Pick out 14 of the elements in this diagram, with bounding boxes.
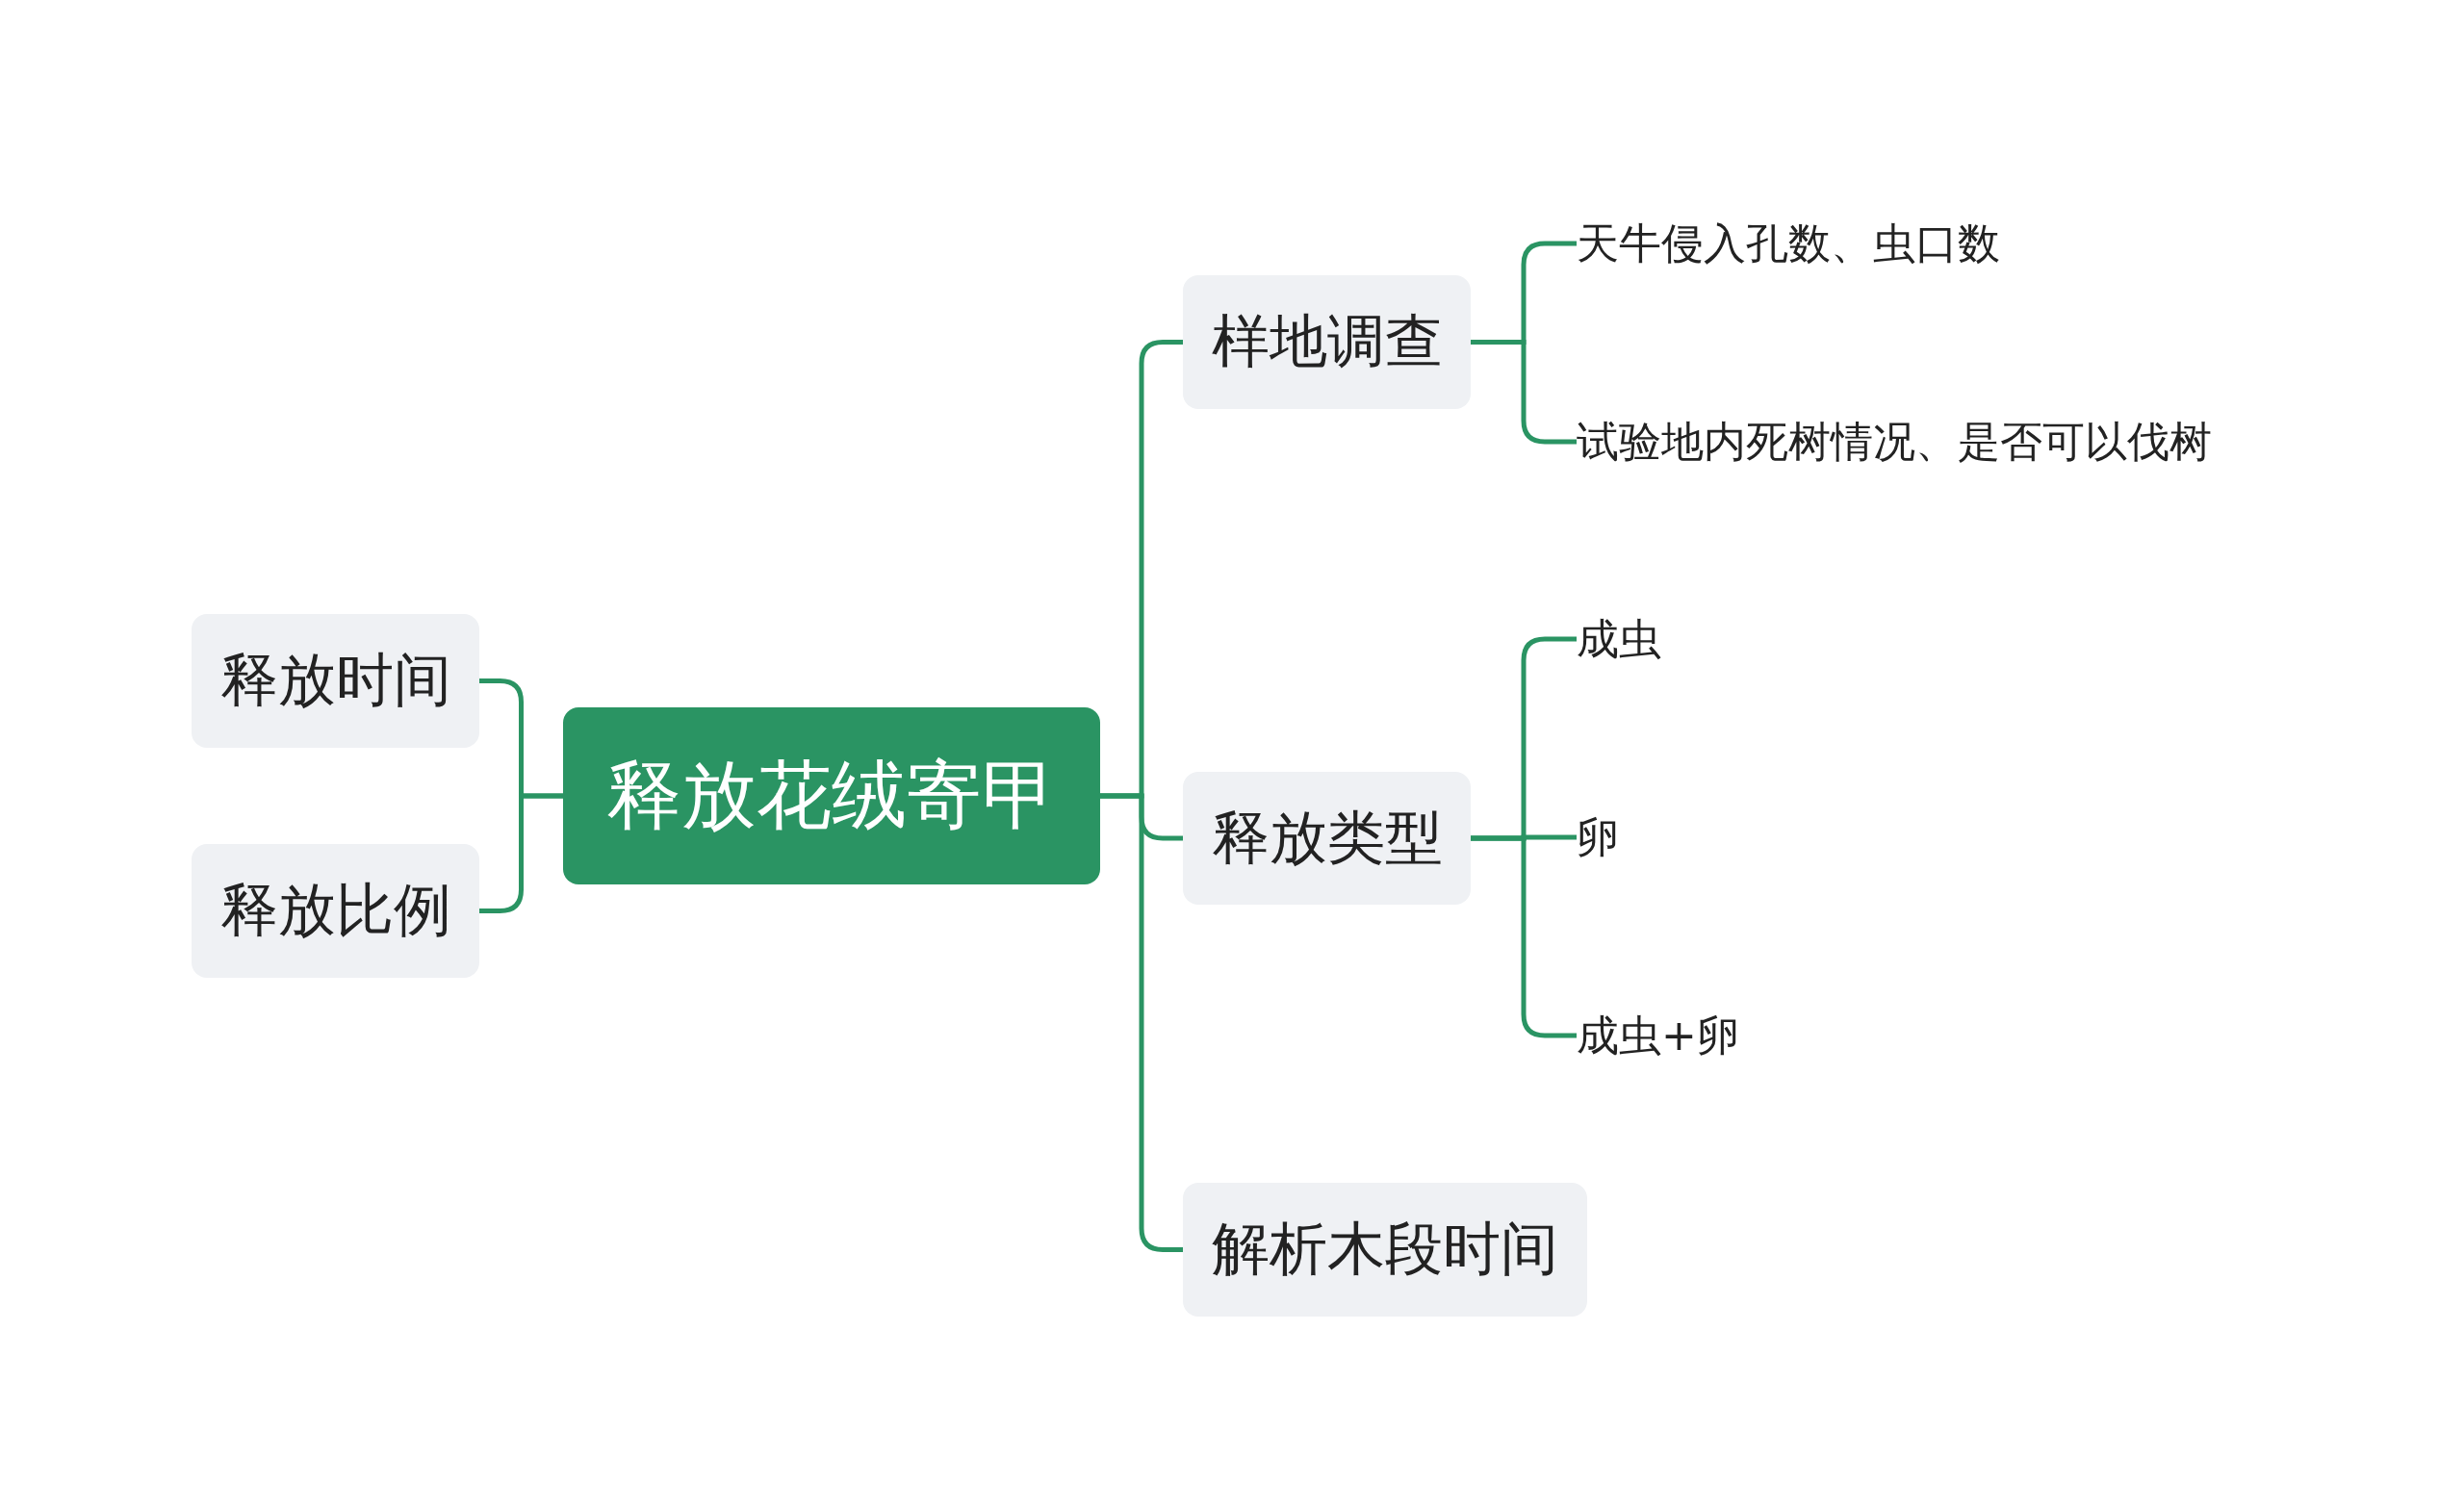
leaf-text: 成虫+卵 <box>1577 1007 1739 1064</box>
root-box: 释放花绒寄甲 <box>563 707 1100 884</box>
leaf-text: 成虫 <box>1577 610 1661 668</box>
topic-box: 释放比例 <box>192 844 479 978</box>
leaf-text: 天牛侵入孔数、虫口数 <box>1577 215 2000 272</box>
connector-line <box>479 793 563 913</box>
leaf-text: 试验地内死树情况、是否可以伐树 <box>1577 413 2212 471</box>
connector-line <box>1471 835 1577 1038</box>
topic-box: 释放类型 <box>1183 772 1471 905</box>
topic-box: 解析木段时间 <box>1183 1183 1587 1317</box>
leaf-text: 卵 <box>1577 808 1619 866</box>
topic-box: 样地调查 <box>1183 275 1471 409</box>
topic-box: 释放时间 <box>192 614 479 748</box>
connector-line <box>1471 340 1577 445</box>
